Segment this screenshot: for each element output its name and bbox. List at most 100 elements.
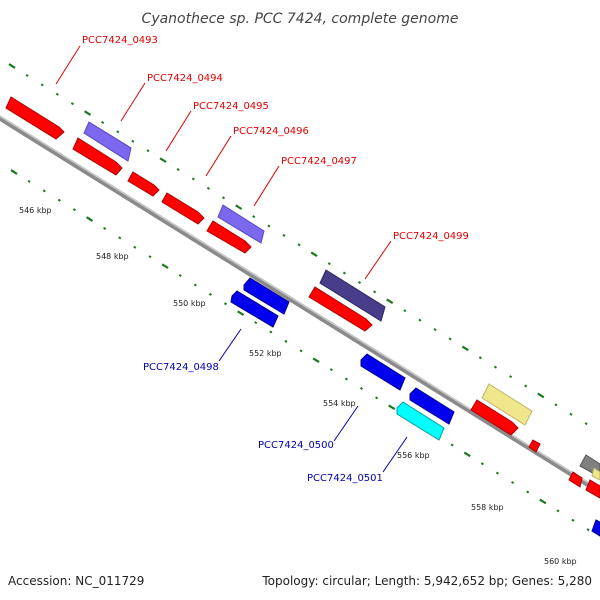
tick-mark-outer <box>252 215 256 219</box>
tick-mark-outer <box>55 92 59 96</box>
tick-mark-outer <box>25 73 29 77</box>
gene-feature-0500[interactable] <box>409 387 455 425</box>
tick-mark-outer <box>310 251 318 258</box>
tick-mark-outer <box>509 375 513 379</box>
tick-mark-outer <box>84 110 92 116</box>
gene-feature-0494[interactable] <box>83 121 132 162</box>
tick-mark-outer <box>191 177 195 181</box>
tick-mark-outer <box>297 243 301 247</box>
tick-mark-outer <box>116 130 120 134</box>
tick-mark-inner <box>148 255 152 259</box>
tick-mark-outer <box>282 233 286 237</box>
tick-mark-inner <box>284 339 288 343</box>
tick-mark-outer <box>373 290 377 294</box>
gene-label-0495[interactable]: PCC7424_0495 <box>193 101 269 112</box>
gene-labels: PCC7424_0493 PCC7424_0494 PCC7424_0495 P… <box>82 35 469 484</box>
tick-mark-inner <box>586 528 590 532</box>
tick-mark-outer <box>342 271 346 275</box>
tick-mark-inner <box>10 169 18 175</box>
tick-mark-outer <box>403 309 407 313</box>
tick-label-546: 546 kbp <box>19 206 52 215</box>
gene-feature-yellow-edge[interactable] <box>591 467 600 481</box>
tick-mark-inner <box>103 226 107 230</box>
tick-row-outer <box>8 63 588 426</box>
tick-mark-inner <box>329 368 333 372</box>
tick-mark-outer <box>267 224 271 228</box>
gene-label-0500[interactable]: PCC7424_0500 <box>258 440 334 451</box>
gene-label-0497[interactable]: PCC7424_0497 <box>281 156 357 167</box>
gene-feature-red-4[interactable] <box>470 399 519 436</box>
tick-mark-inner <box>526 490 530 494</box>
gene-feature-red-3[interactable] <box>308 286 373 332</box>
tick-mark-inner <box>72 208 77 212</box>
tick-mark-inner <box>511 481 515 485</box>
gene-feature-khaki[interactable] <box>481 383 533 426</box>
tick-label-550: 550 kbp <box>173 299 206 308</box>
tick-mark-inner <box>495 471 500 475</box>
tick-label-556: 556 kbp <box>397 451 430 460</box>
gene-feature-red-5[interactable] <box>528 439 541 453</box>
gene-feature-red-2[interactable] <box>206 220 252 254</box>
tick-mark-inner <box>254 321 258 325</box>
gene-feature-0496a[interactable] <box>127 171 160 197</box>
tick-mark-outer <box>40 83 44 87</box>
tick-label-552: 552 kbp <box>249 349 282 358</box>
tick-mark-inner <box>375 396 379 400</box>
tick-mark-outer <box>131 139 135 143</box>
map-title: Cyanothece sp. PCC 7424, complete genome <box>142 11 459 27</box>
tick-mark-inner <box>42 189 46 193</box>
gene-feature-red-6[interactable] <box>568 471 583 488</box>
gene-feature-blue-3[interactable] <box>360 353 406 391</box>
tick-mark-inner <box>359 386 364 390</box>
gene-label-0498[interactable]: PCC7424_0498 <box>143 362 219 373</box>
tick-mark-outer <box>433 328 437 332</box>
gene-feature-0495[interactable] <box>72 137 123 176</box>
tick-mark-outer <box>176 168 180 172</box>
tick-mark-outer <box>584 422 588 426</box>
gene-feature-blue-edge[interactable] <box>591 519 600 537</box>
tick-mark-inner <box>556 509 560 513</box>
tick-mark-inner <box>178 274 182 278</box>
tick-mark-outer <box>8 63 16 69</box>
tick-mark-outer <box>524 384 528 388</box>
tick-mark-inner <box>571 518 575 522</box>
gene-feature-0501[interactable] <box>396 401 445 441</box>
accession-text: Accession: NC_011729 <box>8 574 144 588</box>
gene-feature-0499[interactable] <box>319 269 386 322</box>
gene-feature-0497[interactable] <box>217 204 265 244</box>
tick-mark-inner <box>161 263 169 269</box>
gene-feature-0498a[interactable] <box>243 277 290 315</box>
tick-mark-inner <box>223 302 228 306</box>
tick-mark-inner <box>133 245 137 249</box>
gene-label-0493[interactable]: PCC7424_0493 <box>82 35 158 46</box>
topology-text: Topology: circular; Length: 5,942,652 bp… <box>261 574 592 588</box>
gene-feature-red-7[interactable] <box>585 479 600 499</box>
tick-mark-inner <box>388 404 396 411</box>
label-connectors <box>55 45 408 473</box>
tick-row-inner <box>10 169 590 532</box>
tick-labels: 546 kbp 548 kbp 550 kbp 552 kbp 554 kbp … <box>19 206 577 566</box>
tick-mark-inner <box>463 451 471 458</box>
gene-label-0499[interactable]: PCC7424_0499 <box>393 231 469 242</box>
tick-mark-outer <box>461 345 469 352</box>
gene-feature-0498b[interactable] <box>230 290 279 328</box>
tick-label-558: 558 kbp <box>471 503 504 512</box>
gene-label-0496[interactable]: PCC7424_0496 <box>233 126 309 137</box>
tick-mark-inner <box>27 179 31 183</box>
tick-mark-inner <box>193 283 197 287</box>
tick-mark-outer <box>448 337 452 341</box>
tick-mark-inner <box>480 462 484 466</box>
tick-label-560: 560 kbp <box>544 557 577 566</box>
tick-mark-outer <box>235 204 243 210</box>
tick-mark-outer <box>159 157 167 163</box>
tick-mark-outer <box>70 102 75 106</box>
tick-mark-outer <box>493 365 498 369</box>
tick-mark-inner <box>344 377 348 381</box>
tick-mark-outer <box>537 392 545 399</box>
gene-label-0494[interactable]: PCC7424_0494 <box>147 73 223 84</box>
gene-label-0501[interactable]: PCC7424_0501 <box>307 473 383 484</box>
gene-feature-0496b[interactable] <box>161 192 205 225</box>
tick-mark-outer <box>554 403 558 407</box>
gene-feature-0493[interactable] <box>5 96 65 140</box>
tick-mark-outer <box>101 120 105 124</box>
